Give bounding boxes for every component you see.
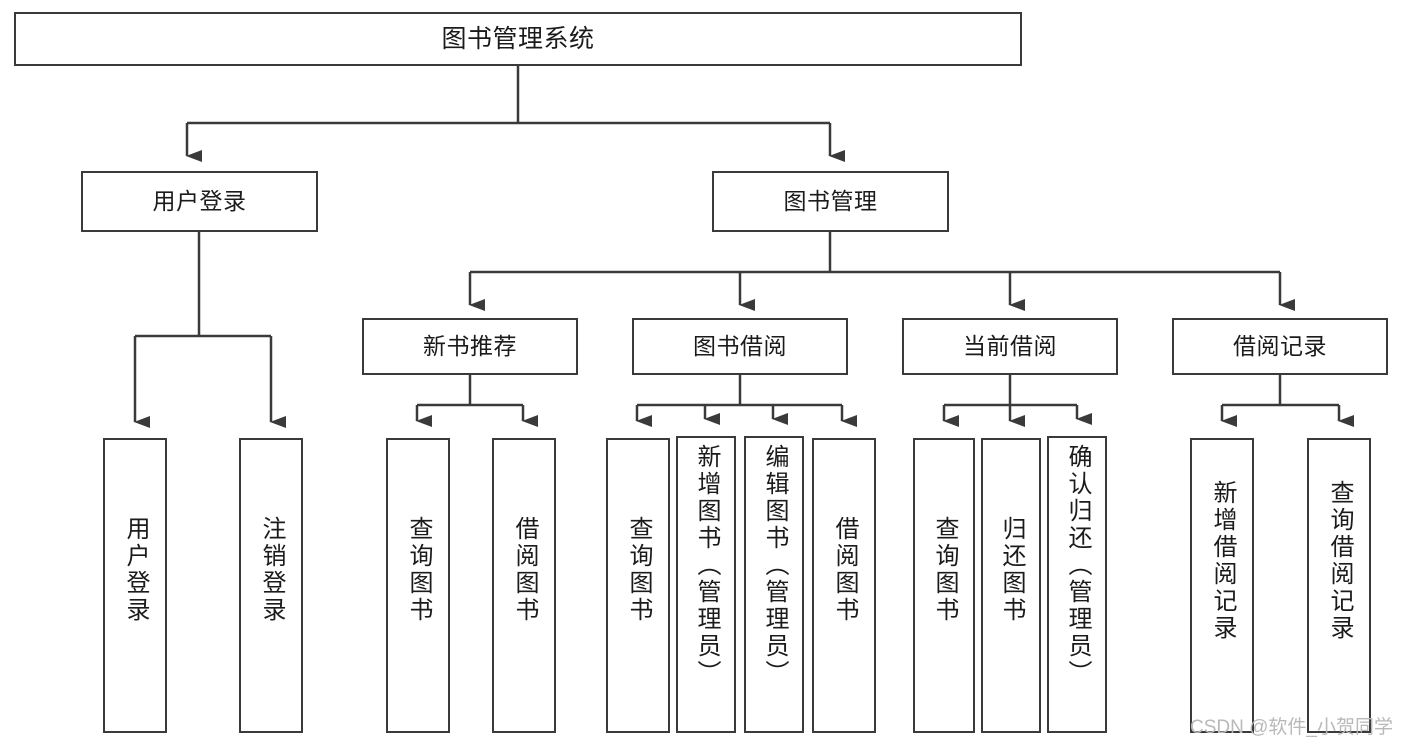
node-root-label: 图书管理系统 (441, 25, 595, 53)
leaf-return-book-label: 归还图书 (998, 516, 1025, 624)
leaf-add-book-admin-label: 新增图书（管理员） (693, 444, 720, 687)
node-user-login-label: 用户登录 (152, 187, 247, 214)
node-book-borrow[interactable]: 图书借阅 (632, 318, 848, 375)
leaf-query-book-borrow-label: 查询图书 (625, 516, 652, 624)
leaf-add-borrow-record[interactable]: 新增借阅记录 (1190, 438, 1254, 733)
leaf-return-book[interactable]: 归还图书 (981, 438, 1041, 733)
node-current-borrow-label: 当前借阅 (963, 332, 1057, 359)
leaf-query-borrow-record-label: 查询借阅记录 (1326, 480, 1353, 642)
leaf-query-book-current[interactable]: 查询图书 (913, 438, 975, 733)
leaf-user-login[interactable]: 用户登录 (103, 438, 167, 733)
leaf-query-book-recommend[interactable]: 查询图书 (386, 438, 450, 733)
leaf-borrow-book-recommend[interactable]: 借阅图书 (492, 438, 556, 733)
node-new-book-recommend-label: 新书推荐 (423, 332, 517, 359)
leaf-borrow-book[interactable]: 借阅图书 (812, 438, 876, 733)
leaf-borrow-book-recommend-label: 借阅图书 (511, 516, 538, 624)
node-new-book-recommend[interactable]: 新书推荐 (362, 318, 578, 375)
leaf-confirm-return-admin[interactable]: 确认归还（管理员） (1047, 436, 1107, 733)
node-user-login[interactable]: 用户登录 (81, 171, 318, 232)
csdn-watermark: CSDN @软件_小贺同学 (1190, 717, 1393, 738)
leaf-borrow-book-label: 借阅图书 (831, 516, 858, 624)
leaf-query-borrow-record[interactable]: 查询借阅记录 (1307, 438, 1371, 733)
leaf-logout[interactable]: 注销登录 (239, 438, 303, 733)
leaf-query-book-recommend-label: 查询图书 (405, 516, 432, 624)
node-borrow-record[interactable]: 借阅记录 (1172, 318, 1388, 375)
node-borrow-record-label: 借阅记录 (1233, 332, 1327, 359)
leaf-query-book-current-label: 查询图书 (931, 516, 958, 624)
node-book-borrow-label: 图书借阅 (693, 332, 787, 359)
leaf-add-borrow-record-label: 新增借阅记录 (1209, 480, 1236, 642)
leaf-edit-book-admin-label: 编辑图书（管理员） (761, 444, 788, 687)
leaf-query-book-borrow[interactable]: 查询图书 (606, 438, 670, 733)
leaf-confirm-return-admin-label: 确认归还（管理员） (1064, 444, 1091, 687)
node-book-management-label: 图书管理 (783, 187, 878, 214)
leaf-add-book-admin[interactable]: 新增图书（管理员） (676, 436, 736, 733)
leaf-logout-label: 注销登录 (258, 516, 285, 624)
leaf-user-login-label: 用户登录 (122, 516, 149, 624)
node-current-borrow[interactable]: 当前借阅 (902, 318, 1118, 375)
leaf-edit-book-admin[interactable]: 编辑图书（管理员） (744, 436, 804, 733)
node-book-management[interactable]: 图书管理 (712, 171, 949, 232)
node-root[interactable]: 图书管理系统 (14, 12, 1022, 66)
